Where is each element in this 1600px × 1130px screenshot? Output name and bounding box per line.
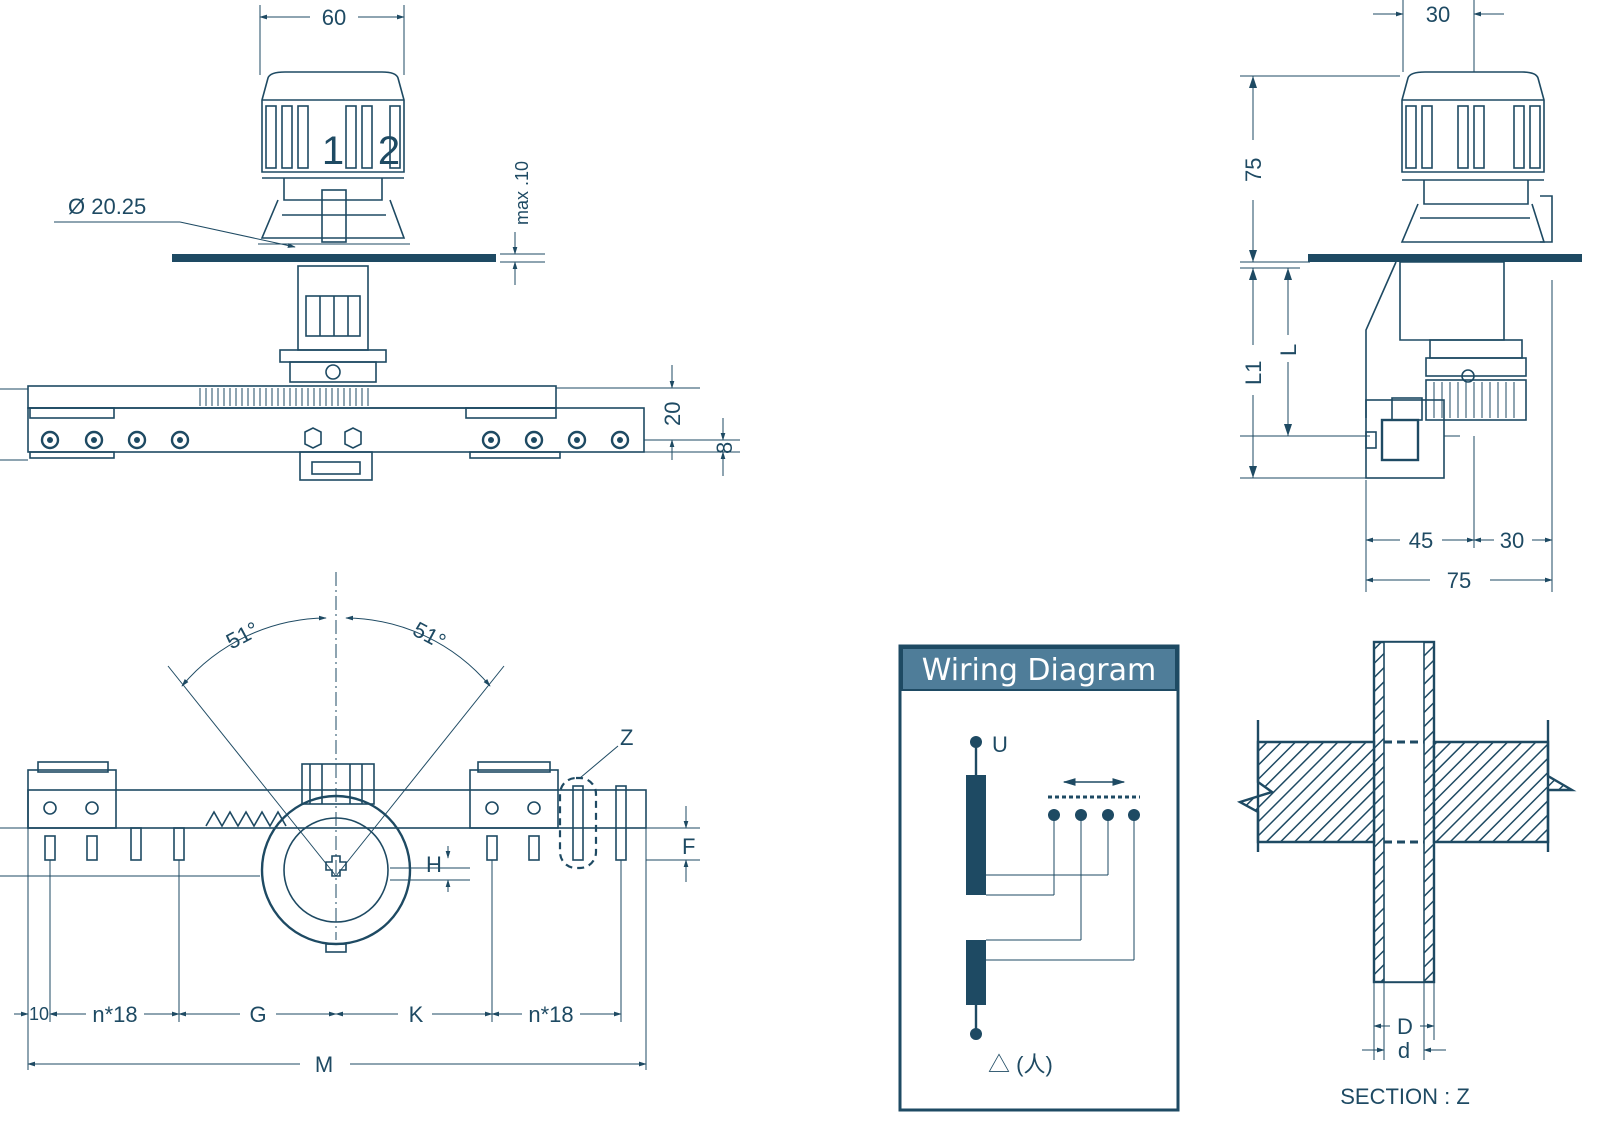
label-delta: △ (人) (988, 1052, 1053, 1077)
panel-plate (172, 254, 496, 262)
coil-upper (966, 775, 986, 895)
top-view: 51° 51° Z F (0, 572, 700, 1077)
knob-mark-2: 2 (378, 129, 400, 173)
rivets-front (40, 427, 630, 450)
diameter-label: Ø 20.25 (68, 194, 146, 219)
dim-30-top-label: 30 (1426, 2, 1450, 27)
front-view: 60 1 2 Ø 20.25 max .10 (0, 5, 740, 481)
dim-n18-right-label: n*18 (528, 1002, 573, 1027)
dim-75-vert-label: 75 (1241, 158, 1266, 182)
max-label: max .10 (512, 161, 532, 225)
dim-10-label: 10 (29, 1004, 49, 1024)
section-z: D d SECTION : Z (1236, 640, 1577, 1109)
label-U: U (992, 732, 1008, 757)
angle-right-label: 51° (409, 617, 450, 655)
rack-teeth (199, 388, 369, 406)
dim-75-bottom-label: 75 (1447, 568, 1471, 593)
wiring-diagram: Wiring Diagram U △ (人) (898, 644, 1180, 1112)
dim-G-label: G (249, 1002, 266, 1027)
dim-8-label: 8 (712, 442, 737, 454)
wiring-title-bar (901, 647, 1177, 691)
angle-left-label: 51° (222, 617, 263, 655)
coil-lower (966, 940, 986, 1005)
dim-K-label: K (409, 1002, 424, 1027)
knob-ribs (265, 105, 401, 169)
side-view: 30 75 (1240, 0, 1582, 593)
dim-L1-label: L1 (1241, 361, 1266, 385)
dim-M-label: M (315, 1052, 333, 1077)
wiring-title: Wiring Diagram (922, 653, 1156, 688)
dim-45-label: 45 (1409, 528, 1433, 553)
dim-L-label: L (1276, 344, 1301, 356)
dim-30-bottom-label: 30 (1500, 528, 1524, 553)
dim-d-label: d (1398, 1038, 1410, 1063)
label-F: F (682, 834, 695, 859)
section-caption: SECTION : Z (1340, 1084, 1470, 1109)
label-H: H (426, 852, 442, 877)
dim-20-label: 20 (660, 402, 685, 426)
panel-plate-side (1308, 254, 1582, 262)
label-Z: Z (620, 725, 633, 750)
dim-D-label: D (1397, 1014, 1413, 1039)
knob-mark-1: 1 (322, 129, 344, 173)
dim-60-label: 60 (322, 5, 346, 30)
dim-n18-left-label: n*18 (92, 1002, 137, 1027)
